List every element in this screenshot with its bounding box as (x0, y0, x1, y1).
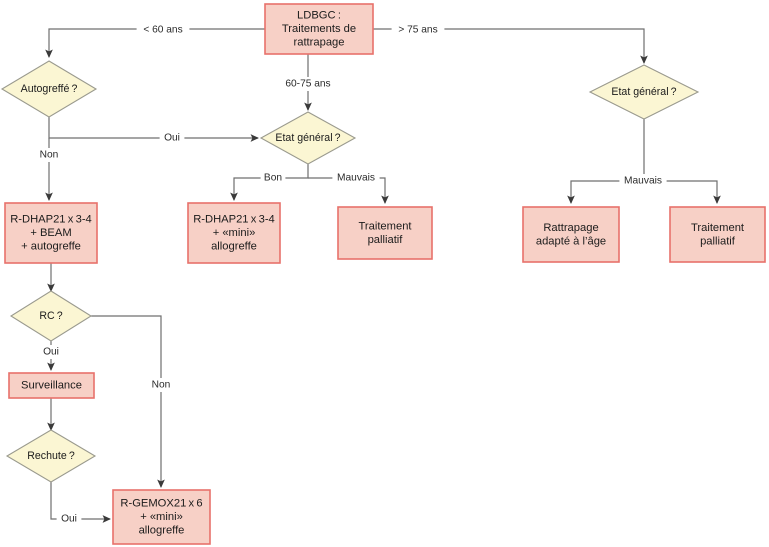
label-backdrop (38, 345, 64, 359)
edge-label-etat-right-mauvais: Mauvais (619, 174, 667, 188)
process-box (112, 489, 211, 545)
edge-label-rc-oui: Oui (38, 345, 64, 359)
node-text: Autogreffé ? (21, 83, 78, 95)
label-backdrop (36, 148, 62, 162)
decision-diamond (5, 429, 97, 483)
edge-label-autogreffe-oui: Oui (159, 131, 185, 145)
process-box (4, 202, 98, 264)
label-backdrop (56, 512, 82, 526)
edge-label-age-lt60: < 60 ans (136, 23, 190, 37)
node-text: R-DHAP21 x 3-4+ BEAM+ autogreffe (10, 213, 92, 252)
node-rechute[interactable]: Rechute ? (5, 429, 97, 483)
connector-root-to-lt60 (45, 28, 265, 58)
label-backdrop (260, 171, 286, 185)
node-text: Surveillance (21, 379, 82, 391)
process-box (669, 206, 766, 263)
label-text: Mauvais (337, 173, 375, 184)
edge-label-rc-non: Non (148, 378, 174, 392)
process-box (522, 206, 620, 263)
node-text: Etat général ? (611, 86, 676, 98)
label-text: < 60 ans (143, 25, 182, 36)
node-etat-general-right[interactable]: Etat général ? (588, 64, 700, 120)
decision-diamond (588, 64, 700, 120)
label-text: Non (40, 150, 59, 161)
label-backdrop (148, 378, 174, 392)
decision-diamond (9, 290, 93, 342)
edge-label-rechute-oui: Oui (56, 512, 82, 526)
process-box (337, 206, 433, 260)
node-text: R-DHAP21 x 3-4+ «mini»allogreffe (193, 213, 275, 252)
edge-label-age-gt75: > 75 ans (391, 23, 445, 37)
node-rdhap-beam[interactable]: R-DHAP21 x 3-4+ BEAM+ autogreffe (4, 202, 98, 264)
label-backdrop (278, 77, 338, 91)
label-text: Oui (164, 133, 180, 144)
node-rc[interactable]: RC ? (9, 290, 93, 342)
label-backdrop (391, 23, 445, 37)
connector-root-to-gt75 (373, 28, 648, 64)
label-backdrop (136, 23, 190, 37)
node-text: Etat général ? (275, 132, 340, 144)
node-autogreffe[interactable]: Autogreffé ? (0, 60, 98, 118)
label-text: Oui (61, 514, 77, 525)
node-etat-general-mid[interactable]: Etat général ? (259, 111, 357, 165)
connector-autogreffe-to-oui (48, 117, 259, 142)
connector-etat-right-to-rattrapage (567, 119, 645, 204)
label-text: Non (152, 380, 171, 391)
process-box (187, 202, 281, 264)
edge-label-etat-mid-bon: Bon (260, 171, 286, 185)
node-surveillance[interactable]: Surveillance (8, 372, 95, 399)
process-box (8, 372, 95, 399)
node-text: R-GEMOX21 x 6+ «mini»allogreffe (120, 497, 202, 536)
edge-label-etat-mid-mauvais: Mauvais (332, 171, 380, 185)
label-text: Oui (43, 347, 59, 358)
label-backdrop (619, 174, 667, 188)
decision-diamond (0, 60, 98, 118)
edge-label-autogreffe-non: Non (36, 148, 62, 162)
label-backdrop (332, 171, 380, 185)
connector-rc-to-non (91, 315, 165, 488)
node-text: Rechute ? (27, 450, 75, 462)
process-box (264, 3, 374, 55)
label-backdrop (159, 131, 185, 145)
connector-etat-right-to-palliatif (644, 180, 721, 204)
decision-diamond (259, 111, 357, 165)
edge-label-age-60-75: 60-75 ans (278, 77, 338, 91)
label-text: Bon (264, 173, 282, 184)
node-rgemox[interactable]: R-GEMOX21 x 6+ «mini»allogreffe (112, 489, 211, 545)
node-text: RC ? (39, 310, 62, 322)
label-text: Mauvais (624, 176, 662, 187)
node-rdhap-mini[interactable]: R-DHAP21 x 3-4+ «mini»allogreffe (187, 202, 281, 264)
label-text: > 75 ans (398, 25, 437, 36)
connector-rechute-to-oui (50, 482, 111, 523)
label-text: 60-75 ans (285, 79, 330, 90)
